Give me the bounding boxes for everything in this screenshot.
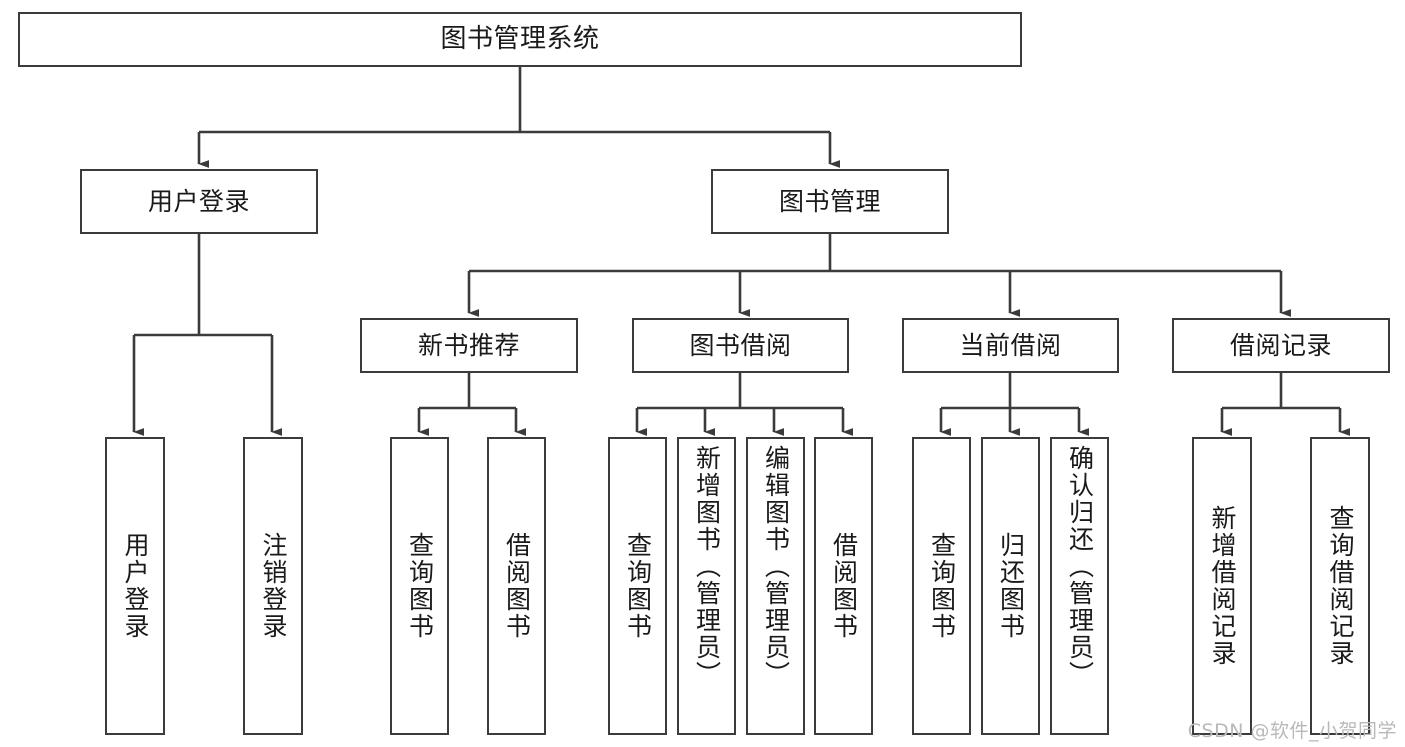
- node-user-login[interactable]: 用户登录: [80, 169, 318, 234]
- node-label: 查询图书: [405, 532, 435, 640]
- node-label: 编辑图书（管理员）: [761, 445, 791, 688]
- node-leaf-add-borrow-record[interactable]: 新增借阅记录: [1192, 437, 1252, 735]
- node-label: 新书推荐: [417, 330, 520, 360]
- node-leaf-logout-login[interactable]: 注销登录: [243, 437, 303, 735]
- node-leaf-confirm-return-admin[interactable]: 确认归还（管理员）: [1050, 437, 1109, 735]
- node-book-borrow[interactable]: 图书借阅: [632, 318, 849, 373]
- node-borrow-record[interactable]: 借阅记录: [1172, 318, 1390, 373]
- node-label: 当前借阅: [959, 330, 1062, 360]
- node-leaf-return-book[interactable]: 归还图书: [981, 437, 1040, 735]
- node-label: 借阅图书: [502, 532, 532, 640]
- node-label: 用户登录: [147, 186, 250, 216]
- node-book-manage[interactable]: 图书管理: [711, 169, 949, 234]
- node-leaf-borrow-book-recommendation[interactable]: 借阅图书: [487, 437, 546, 735]
- node-label: 归还图书: [996, 532, 1026, 640]
- node-label: 确认归还（管理员）: [1065, 445, 1095, 688]
- csdn-watermark: CSDN @软件_小贺同学: [1187, 720, 1397, 742]
- node-leaf-query-book-borrow[interactable]: 查询图书: [608, 437, 667, 735]
- node-leaf-user-login[interactable]: 用户登录: [105, 437, 165, 735]
- node-new-book-recommendation[interactable]: 新书推荐: [360, 318, 578, 373]
- node-leaf-query-book-recommendation[interactable]: 查询图书: [390, 437, 449, 735]
- node-label: 图书管理: [778, 186, 881, 216]
- node-label: 查询借阅记录: [1326, 505, 1355, 667]
- node-label: 查询图书: [623, 532, 653, 640]
- node-label: 图书管理系统: [440, 23, 600, 54]
- node-leaf-edit-book-admin[interactable]: 编辑图书（管理员）: [746, 437, 805, 735]
- node-label: 注销登录: [259, 532, 288, 640]
- node-label: 新增图书（管理员）: [692, 445, 722, 688]
- node-label: 用户登录: [121, 532, 150, 640]
- node-root-book-management-system[interactable]: 图书管理系统: [18, 12, 1022, 67]
- node-label: 查询图书: [927, 532, 957, 640]
- node-current-borrow[interactable]: 当前借阅: [902, 318, 1119, 373]
- node-leaf-query-borrow-record[interactable]: 查询借阅记录: [1310, 437, 1370, 735]
- node-label: 图书借阅: [689, 330, 792, 360]
- node-leaf-add-book-admin[interactable]: 新增图书（管理员）: [677, 437, 736, 735]
- node-leaf-query-book-current[interactable]: 查询图书: [912, 437, 971, 735]
- node-leaf-borrow-book[interactable]: 借阅图书: [814, 437, 873, 735]
- node-label: 新增借阅记录: [1208, 505, 1237, 667]
- node-label: 借阅图书: [829, 532, 859, 640]
- node-label: 借阅记录: [1229, 330, 1332, 360]
